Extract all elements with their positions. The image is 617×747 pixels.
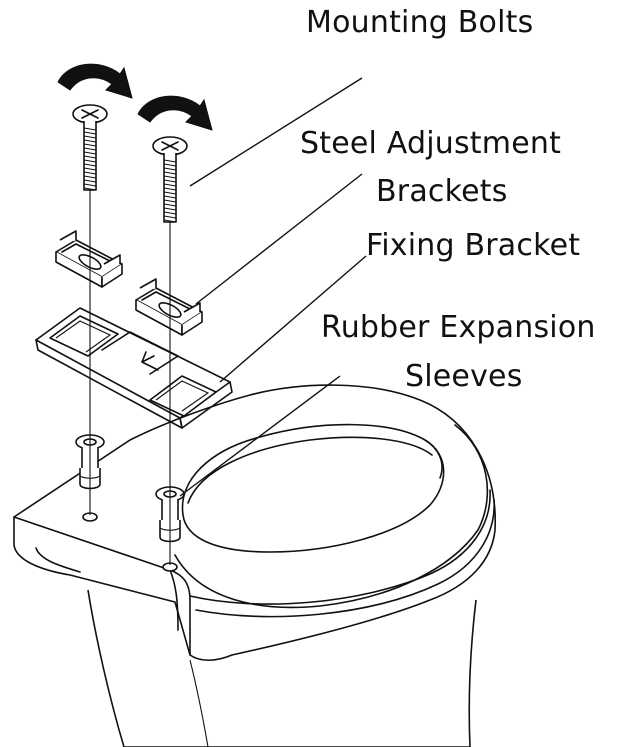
label-mounting-bolts: Mounting Bolts (306, 8, 533, 38)
steel-bracket-left (56, 231, 122, 287)
label-steel-brackets-line1: Steel Adjustment (300, 129, 561, 159)
steel-bracket-right (136, 279, 202, 335)
label-rubber-sleeves-line1: Rubber Expansion (321, 313, 596, 343)
mounting-bolt-right (153, 137, 187, 222)
label-steel-brackets-line2: Brackets (376, 177, 508, 207)
mounting-bolt-left (73, 105, 107, 190)
clockwise-arrow-icon (58, 64, 132, 98)
label-fixing-bracket: Fixing Bracket (366, 231, 580, 261)
clockwise-arrow-icon (138, 96, 212, 130)
label-rubber-sleeves-line2: Sleeves (405, 362, 523, 392)
leader-steel-brackets (196, 174, 362, 304)
